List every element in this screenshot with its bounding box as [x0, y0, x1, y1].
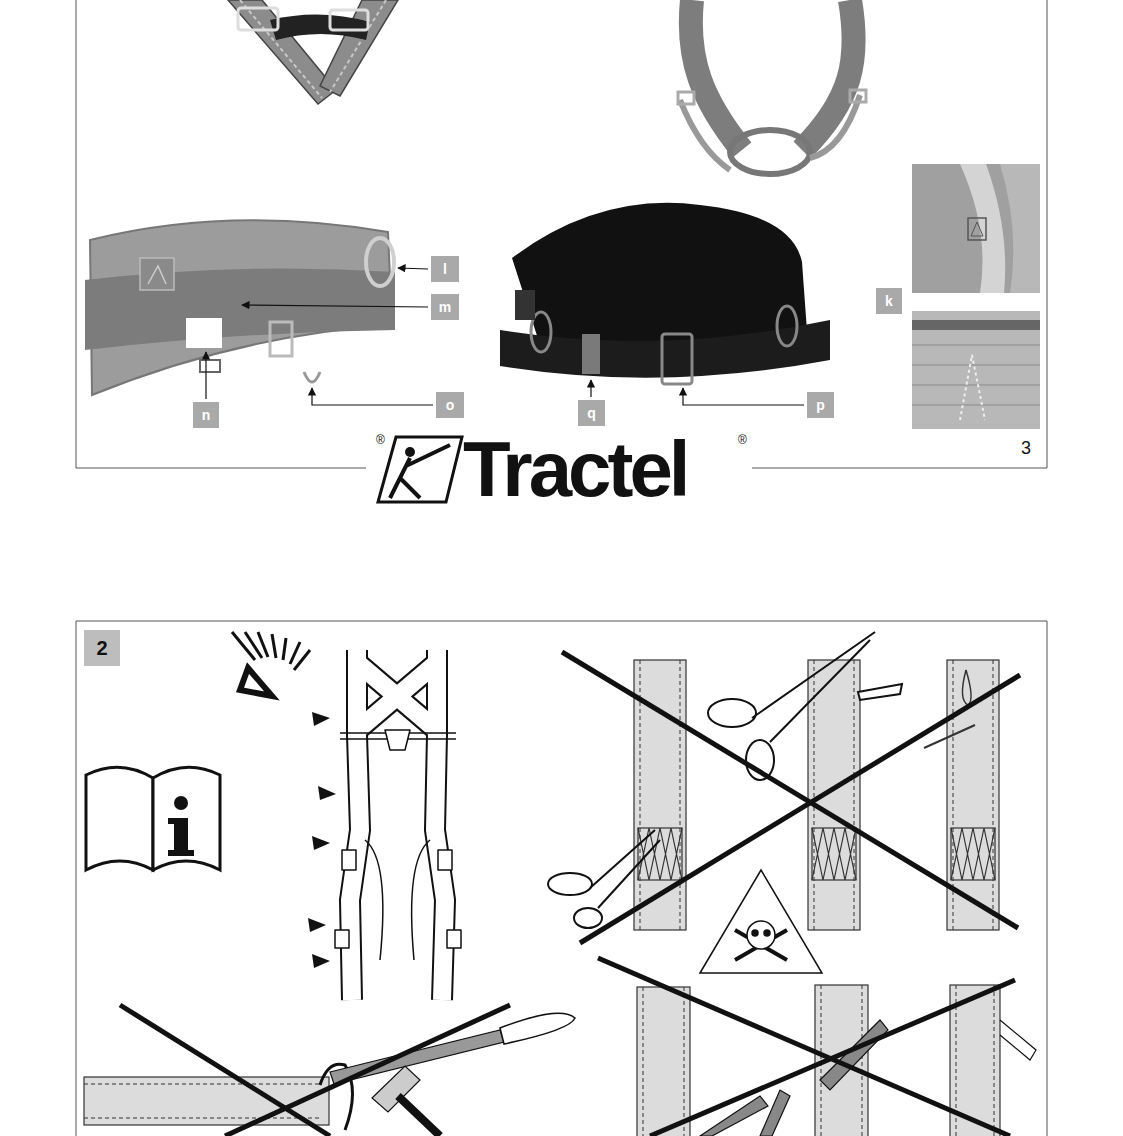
registered-mark: ®	[738, 434, 747, 446]
callout-letter: o	[436, 392, 464, 418]
manual-icon	[86, 767, 220, 870]
harness-photo	[228, 0, 398, 104]
callout-text: k	[885, 294, 893, 308]
callout-letter: p	[807, 392, 834, 418]
registered-mark: ®	[376, 434, 385, 446]
callout-letter: 2	[84, 630, 120, 666]
belt-photo	[85, 220, 395, 395]
page-number: 3	[1021, 439, 1031, 457]
leader-line	[206, 268, 804, 405]
callout-text: q	[587, 406, 596, 420]
tool-damage	[84, 1005, 575, 1136]
harness-photo	[678, 0, 866, 174]
detail-photo	[912, 164, 1040, 429]
callout-text: o	[446, 398, 455, 412]
logo-icon	[378, 437, 462, 502]
hazard-icon	[232, 632, 310, 696]
belt-photo	[500, 203, 830, 384]
panel-frame	[76, 621, 1047, 1136]
callout-text: m	[439, 300, 451, 314]
callout-letter: l	[431, 256, 459, 282]
webbing-damage	[598, 958, 1036, 1136]
callout-letter: m	[431, 294, 459, 320]
callout-letter: n	[193, 402, 219, 428]
callout-text: 2	[96, 638, 107, 658]
webbing-damage	[548, 632, 1020, 973]
brand-logo: Tractel	[463, 430, 686, 508]
callout-letter: q	[578, 400, 605, 426]
callout-text: l	[443, 262, 447, 276]
panel-frame	[76, 0, 1047, 468]
callout-letter: k	[876, 288, 902, 314]
callout-text: p	[816, 398, 825, 412]
harness-drawing	[308, 650, 461, 1000]
callout-text: n	[202, 408, 211, 422]
